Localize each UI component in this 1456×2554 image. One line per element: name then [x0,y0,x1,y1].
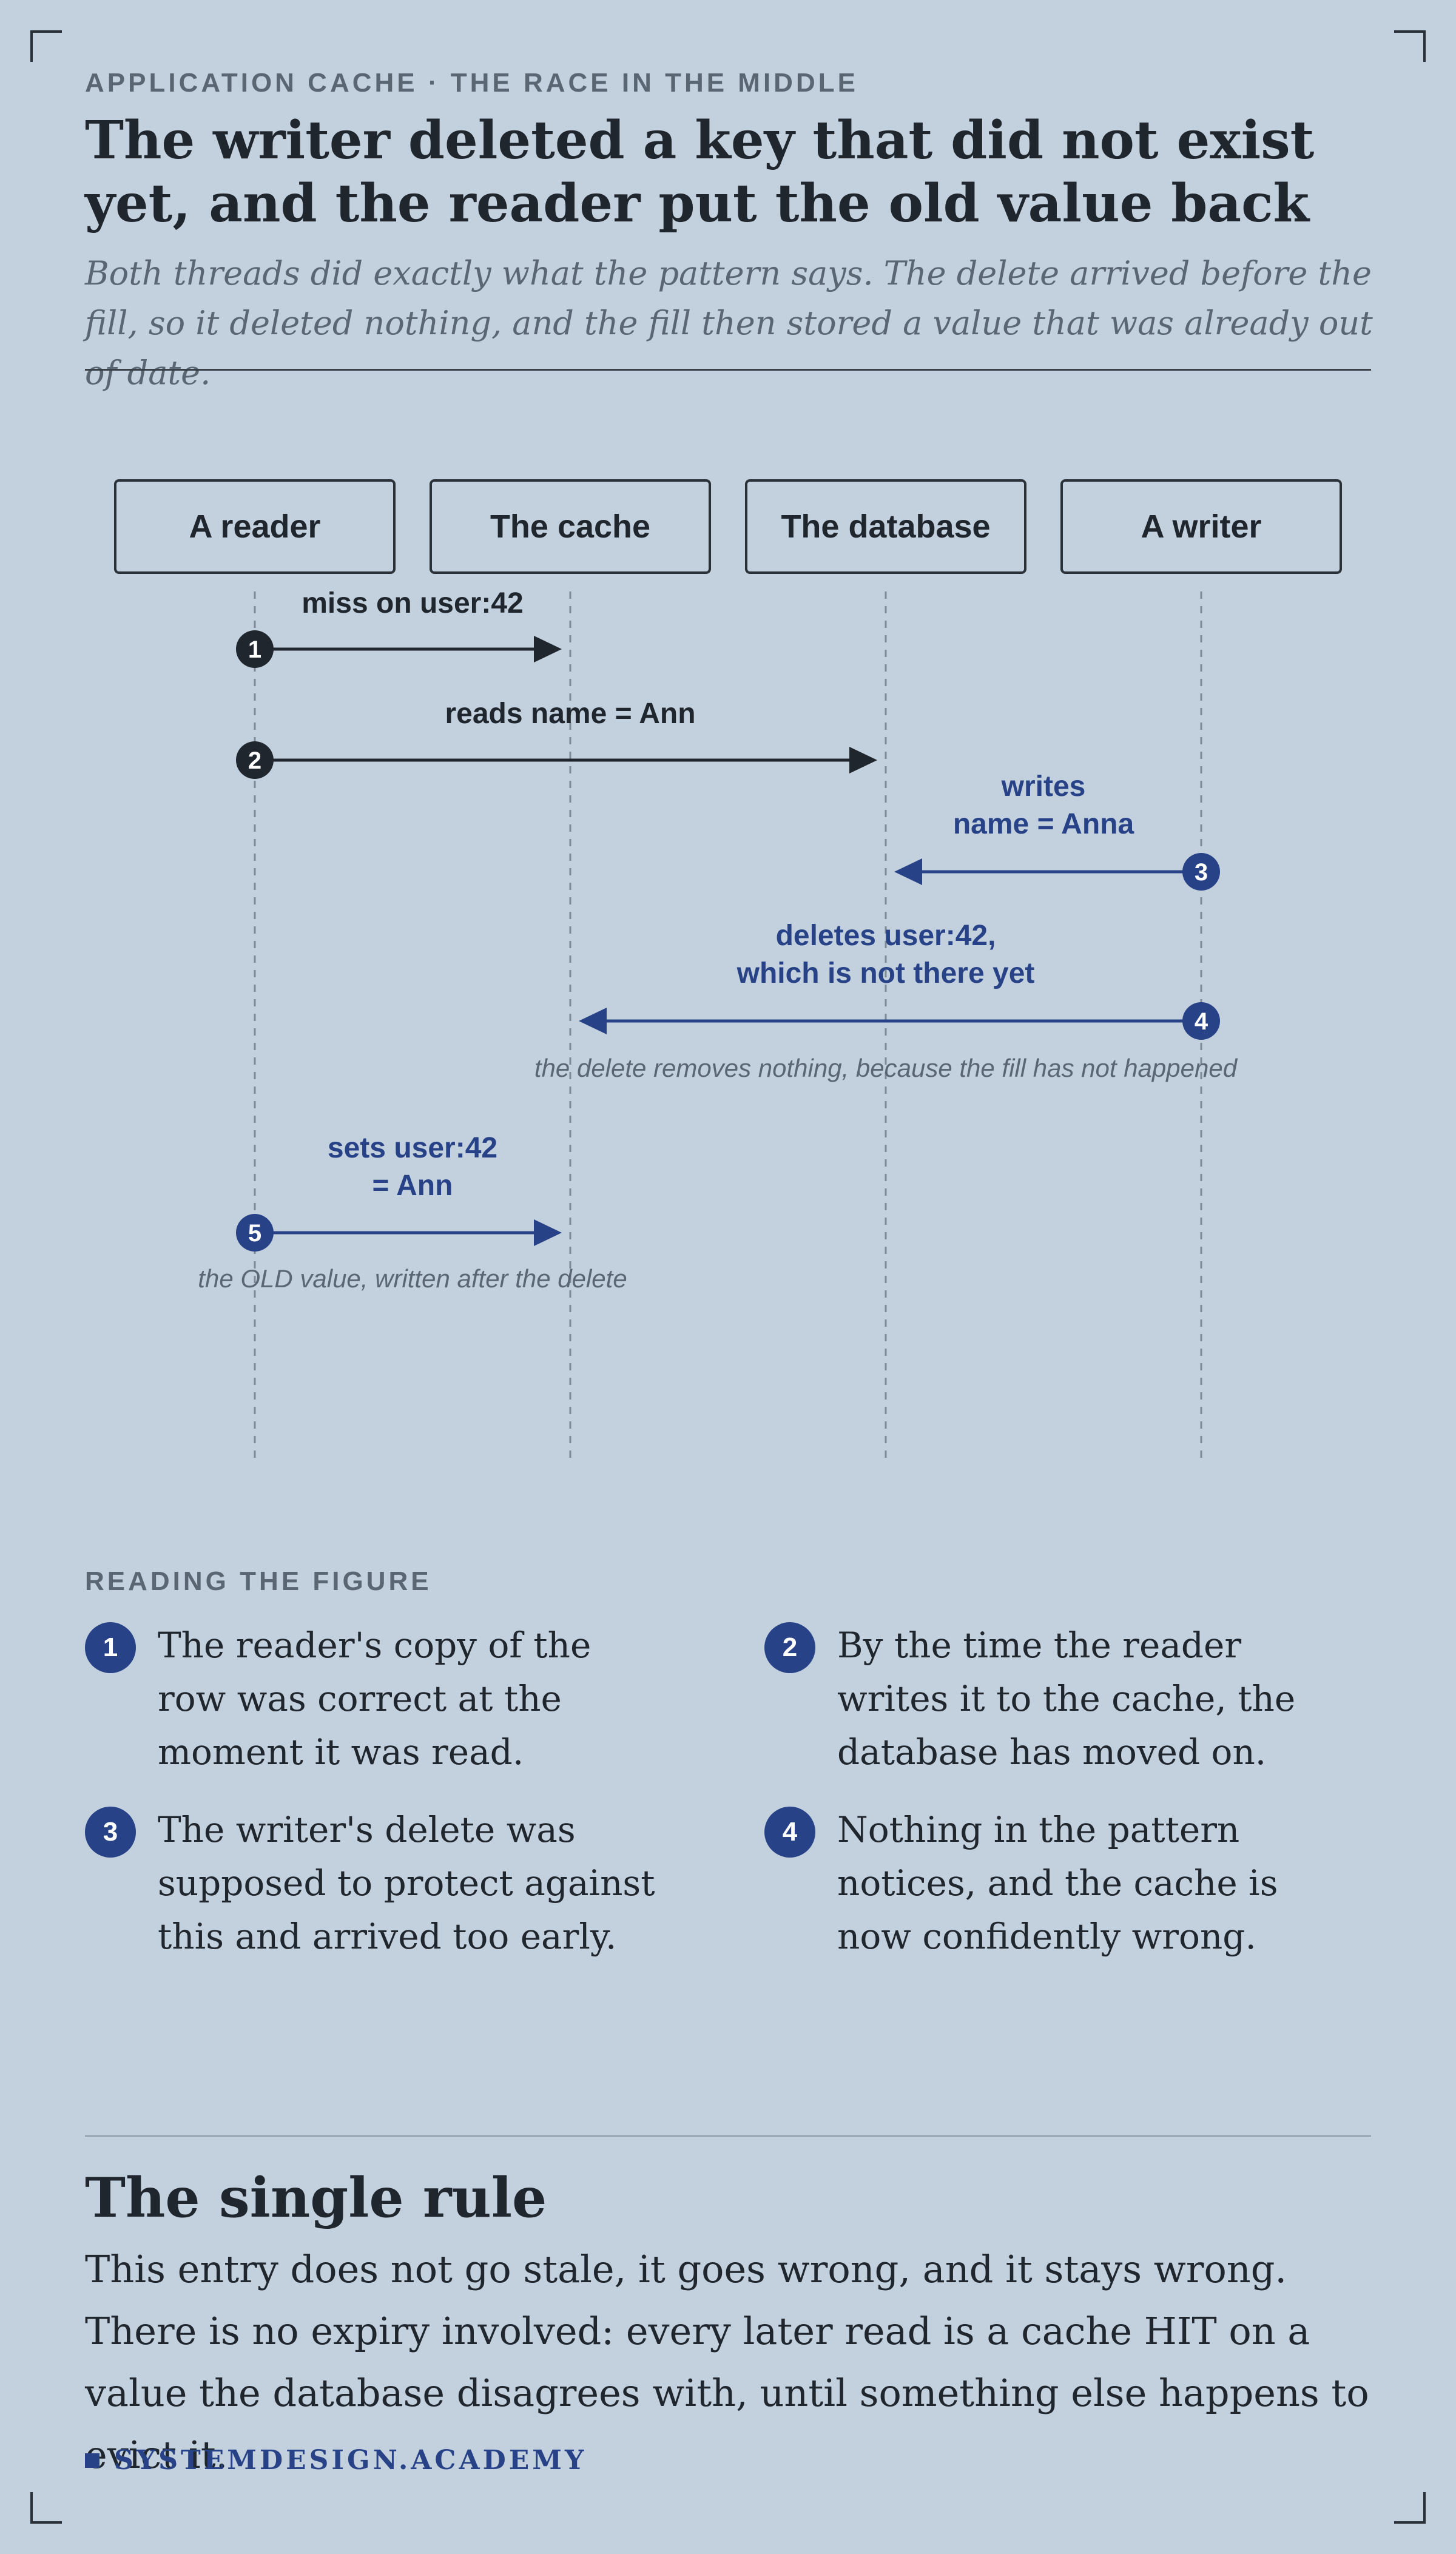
message-3: 3 writes name = Anna [894,770,1220,891]
participant-label: The cache [490,508,650,545]
page-title: The writer deleted a key that did not ex… [85,110,1315,234]
reading-point-text: By the time the reader writes it to the … [837,1625,1296,1773]
message-label: deletes user:42, [776,920,996,952]
step-marker-4 [1182,1002,1220,1040]
message-label: writes [1001,770,1086,803]
step-marker-2 [236,741,274,779]
arrowhead-icon [894,858,922,885]
corner-mark-bottom-left [30,2492,62,2524]
participant-label: A reader [189,508,320,545]
brand-name: SYSTEMDESIGN.ACADEMY [114,2445,587,2476]
step-marker-5 [236,1214,274,1252]
brand-footer: SYSTEMDESIGN.ACADEMY [85,2445,587,2476]
arrowhead-icon [579,1008,607,1034]
message-1: 1 miss on user:42 [236,587,562,668]
message-label: sets user:42 [328,1132,497,1164]
reading-point-text: The writer's delete was supposed to prot… [158,1809,655,1957]
message-label: name = Anna [953,808,1134,840]
arrowhead-icon [849,747,877,773]
participant-box-4: A writer [1060,479,1342,574]
arrowhead-icon [534,1219,562,1246]
kicker: APPLICATION CACHE · THE RACE IN THE MIDD… [85,68,858,98]
message-note: the OLD value, written after the delete [198,1264,627,1293]
message-label: which is not there yet [736,957,1035,989]
message-note: the delete removes nothing, because the … [534,1054,1238,1082]
participant-box-3: The database [745,479,1026,574]
step-number: 1 [248,636,261,663]
message-4: 4 deletes user:42, which is not there yet t… [534,920,1238,1082]
step-badge-3: 3 [85,1807,136,1858]
message-label: = Ann [372,1170,453,1202]
step-number: 5 [248,1220,261,1247]
step-number: 3 [1195,859,1208,886]
reading-point-text: The reader's copy of the row was correct… [158,1625,592,1773]
participant-label: A writer [1141,508,1261,545]
arrowhead-icon [534,636,562,662]
sequence-diagram: A reader The cache The database A writer 1 mi… [114,479,1342,1465]
rule-title: The single rule [85,2166,547,2230]
reading-point-text: Nothing in the pattern notices, and the … [837,1809,1278,1957]
corner-mark-bottom-right [1394,2492,1426,2524]
step-badge-4: 4 [764,1807,815,1858]
reading-section-label: READING THE FIGURE [85,1566,432,1596]
message-5: 5 sets user:42 = Ann the OLD value, written… [198,1132,627,1293]
header-divider [85,369,1371,371]
step-badge-1: 1 [85,1622,136,1673]
step-marker-3 [1182,853,1220,891]
corner-mark-top-left [30,30,62,62]
participant-box-2: The cache [430,479,711,574]
message-2: 2 reads name = Ann [236,698,877,779]
message-label: miss on user:42 [302,587,523,619]
participant-box-1: A reader [114,479,396,574]
section-divider [85,2135,1371,2137]
message-label: reads name = Ann [445,698,695,730]
step-number: 4 [1195,1008,1208,1035]
step-badge-2: 2 [764,1622,815,1673]
participant-label: The database [781,508,990,545]
corner-mark-top-right [1394,30,1426,62]
page-subtitle: Both threads did exactly what the patter… [85,254,1373,392]
step-number: 2 [248,747,261,774]
brand-square-icon [85,2453,99,2468]
step-marker-1 [236,630,274,668]
rule-body: This entry does not go stale, it goes wr… [85,2247,1369,2477]
